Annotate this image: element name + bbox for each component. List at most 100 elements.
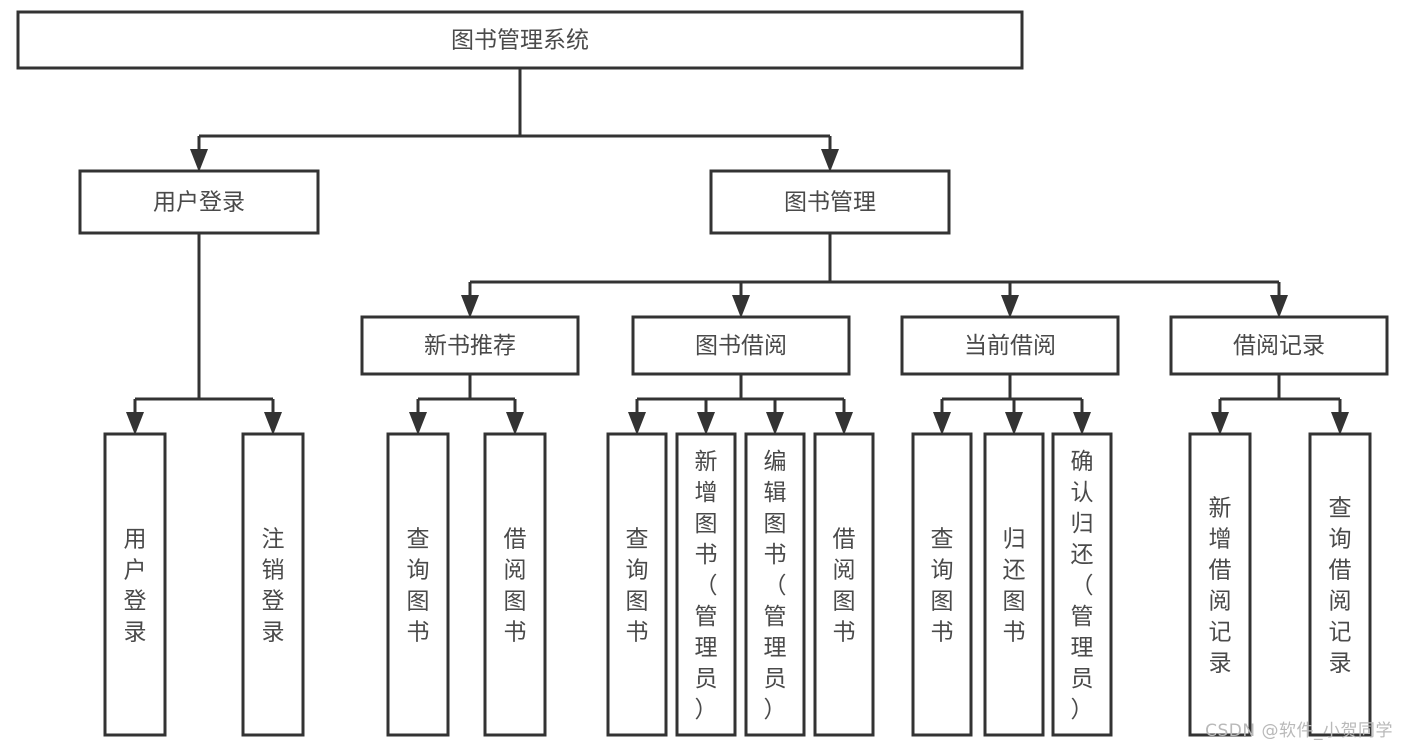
node-box[interactable] (744, 432, 806, 737)
node-label-char: 录 (124, 620, 147, 646)
node-box[interactable] (386, 432, 450, 737)
arrow-head-icon (1005, 412, 1023, 435)
node-label-char: 图 (407, 589, 430, 615)
arrow-head-icon (264, 412, 282, 435)
node-user-login[interactable]: 用户登录 (78, 169, 320, 235)
node-new-book-recommend[interactable]: 新书推荐 (360, 315, 580, 376)
arrow-head-icon (190, 149, 208, 172)
node-label-char: 员 (1071, 666, 1094, 692)
node-label-char: 归 (1071, 511, 1094, 537)
node-leaf-logout[interactable]: 注销登录注销登录 (0, 0, 305, 737)
node-label: 图书管理 (784, 190, 876, 216)
node-label: 当前借阅 (964, 333, 1056, 359)
node-label-char: 图 (931, 589, 954, 615)
node-label-char: 增 (1209, 527, 1232, 553)
node-label-char: 借 (1329, 558, 1352, 584)
node-borrow-record[interactable]: 借阅记录 (1169, 315, 1389, 376)
node-box[interactable] (911, 432, 973, 737)
node-label-char: 阅 (1329, 589, 1352, 615)
connector-group-book-management (461, 233, 1288, 318)
connector-group-root (190, 68, 839, 172)
node-label-char: 书 (833, 620, 856, 646)
node-label-char: 还 (1071, 542, 1094, 568)
node-box[interactable] (103, 432, 167, 737)
node-label-char: 书 (407, 620, 430, 646)
node-label-char: 询 (626, 558, 649, 584)
node-box[interactable] (900, 315, 1120, 376)
node-leaf-borrow-book-1[interactable]: 借阅图书借阅图书 (0, 0, 547, 737)
arrow-head-icon (835, 412, 853, 435)
node-label-char: 新 (1209, 496, 1232, 522)
node-leaf-user-login[interactable]: 用户登录用户登录 (0, 0, 167, 737)
node-box[interactable] (983, 432, 1045, 737)
node-box[interactable] (241, 432, 305, 737)
connector-group-borrow-record (1211, 374, 1349, 435)
node-box[interactable] (1051, 432, 1113, 737)
node-leaf-query-record[interactable]: 查询借阅记录查询借阅记录 (0, 0, 1372, 737)
node-label-char: 借 (833, 527, 856, 553)
node-label-char: 阅 (833, 558, 856, 584)
node-label-char: 书 (626, 620, 649, 646)
node-leaf-query-book-2[interactable]: 查询图书查询图书 (0, 0, 668, 737)
node-box[interactable] (1169, 315, 1389, 376)
node-root[interactable]: 图书管理系统 (16, 10, 1024, 70)
arrow-head-icon (126, 412, 144, 435)
node-label-char: 图 (833, 589, 856, 615)
node-label-char: 查 (407, 527, 430, 553)
node-label-char: 询 (1329, 527, 1352, 553)
node-box[interactable] (631, 315, 851, 376)
node-label-char: 理 (764, 635, 787, 661)
node-box[interactable] (483, 432, 547, 737)
node-label: 图书管理系统 (451, 28, 589, 54)
node-leaf-borrow-book-2[interactable]: 借阅图书借阅图书 (0, 0, 875, 737)
node-leaf-return-book[interactable]: 归还图书归还图书 (0, 0, 1045, 737)
connector-layer (126, 68, 1349, 435)
node-box[interactable] (360, 315, 580, 376)
node-label-char: 书 (695, 542, 718, 568)
arrow-head-icon (1073, 412, 1091, 435)
arrow-head-icon (1331, 412, 1349, 435)
arrow-head-icon (732, 295, 750, 318)
connector-group-new-book-recommend (409, 374, 524, 435)
node-box[interactable] (78, 169, 320, 235)
node-label-char: 理 (1071, 635, 1094, 661)
node-label-char: 借 (1209, 558, 1232, 584)
node-label-char: 录 (262, 620, 285, 646)
node-label: 图书借阅 (695, 333, 787, 359)
node-label-char: ） (764, 697, 787, 723)
node-label-char: 认 (1071, 480, 1094, 506)
node-leaf-query-book-1[interactable]: 查询图书查询图书 (0, 0, 450, 737)
node-label-char: 借 (504, 527, 527, 553)
node-label-char: 书 (504, 620, 527, 646)
node-label-char: 询 (931, 558, 954, 584)
node-label: 用户登录 (153, 190, 245, 216)
node-box[interactable] (675, 432, 737, 737)
node-box[interactable] (709, 169, 951, 235)
node-book-management[interactable]: 图书管理 (709, 169, 951, 235)
node-label-char: 书 (1003, 620, 1026, 646)
node-label-char: ） (1071, 697, 1094, 723)
node-label-char: 阅 (1209, 589, 1232, 615)
node-box[interactable] (606, 432, 668, 737)
arrow-head-icon (628, 412, 646, 435)
node-box[interactable] (1308, 432, 1372, 737)
node-box[interactable] (1188, 432, 1252, 737)
node-label-char: 图 (626, 589, 649, 615)
node-label-char: 询 (407, 558, 430, 584)
arrow-head-icon (821, 149, 839, 172)
node-label-char: （ (1071, 573, 1094, 599)
arrow-head-icon (697, 412, 715, 435)
node-current-borrow[interactable]: 当前借阅 (900, 315, 1120, 376)
node-box[interactable] (16, 10, 1024, 70)
node-book-borrow[interactable]: 图书借阅 (631, 315, 851, 376)
node-leaf-add-record[interactable]: 新增借阅记录新增借阅记录 (0, 0, 1252, 737)
node-box[interactable] (813, 432, 875, 737)
node-label-char: 阅 (504, 558, 527, 584)
node-label-char: 员 (764, 666, 787, 692)
connector-group-current-borrow (933, 374, 1091, 435)
node-leaf-query-book-3[interactable]: 查询图书查询图书 (0, 0, 973, 737)
node-label-char: （ (764, 573, 787, 599)
